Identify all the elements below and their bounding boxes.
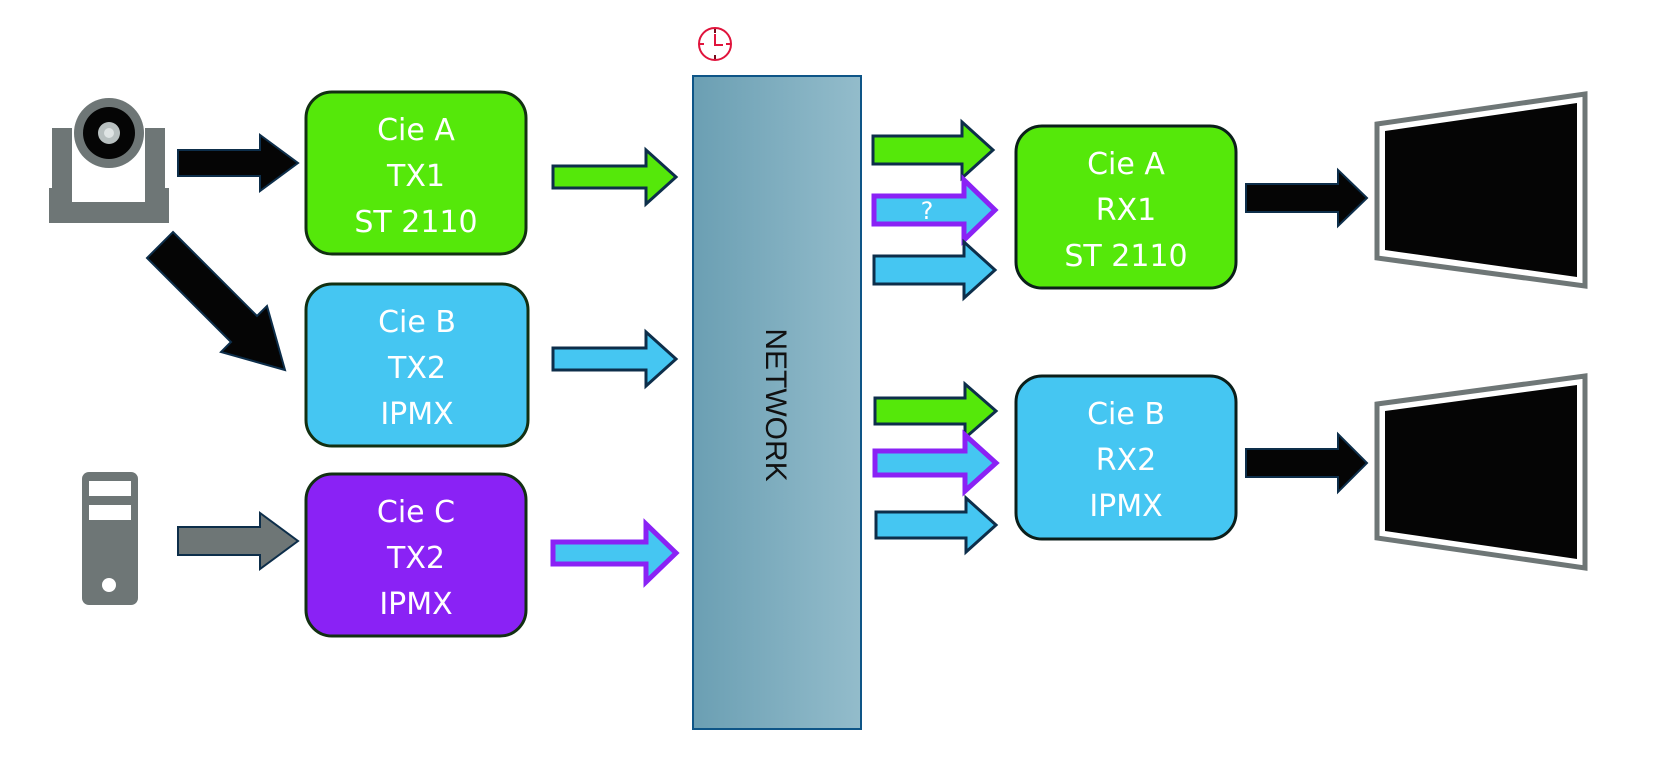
unknown-compat-mark: ? bbox=[921, 197, 934, 225]
tx2c-line-3: IPMX bbox=[379, 587, 452, 622]
computer-tower-icon bbox=[82, 472, 138, 605]
tx1-line-3: ST 2110 bbox=[354, 205, 477, 240]
ptz-camera-icon bbox=[49, 98, 169, 223]
arrow-rx2-to-display bbox=[1245, 431, 1369, 495]
arrow-rx1-to-display bbox=[1245, 167, 1369, 229]
arrow-tx2c-to-network bbox=[550, 518, 680, 588]
tx2c-line-1: Cie C bbox=[377, 495, 455, 530]
rx1-line-3: ST 2110 bbox=[1064, 239, 1187, 274]
network-label: NETWORK bbox=[759, 328, 792, 481]
rx1-line-1: Cie A bbox=[1087, 147, 1165, 182]
arrow-network-to-rx2-green bbox=[873, 380, 999, 442]
tx2c-line-2: TX2 bbox=[386, 541, 445, 576]
clock-icon bbox=[698, 27, 732, 61]
rx2-box: Cie B RX2 IPMX bbox=[1014, 374, 1238, 541]
tx2b-box: Cie B TX2 IPMX bbox=[304, 282, 530, 448]
tx1-box: Cie A TX1 ST 2110 bbox=[304, 90, 528, 256]
arrow-network-to-rx1-purple-blue: ? bbox=[871, 174, 999, 246]
tx1-line-2: TX1 bbox=[386, 159, 445, 194]
rx1-line-2: RX1 bbox=[1096, 193, 1156, 228]
network-block: NETWORK bbox=[692, 75, 862, 730]
arrow-network-to-rx1-blue bbox=[872, 238, 998, 302]
rx2-line-3: IPMX bbox=[1089, 489, 1162, 524]
arrow-network-to-rx2-purple-blue bbox=[872, 429, 1000, 497]
arrow-tx2b-to-network bbox=[551, 328, 679, 390]
display-1-monitor-icon bbox=[1374, 91, 1588, 289]
tx2b-line-3: IPMX bbox=[380, 397, 453, 432]
tx2c-box: Cie C TX2 IPMX bbox=[304, 472, 528, 638]
display-2-monitor-icon bbox=[1374, 373, 1588, 571]
tx2b-line-2: TX2 bbox=[387, 351, 446, 386]
arrow-computer-to-tx2c bbox=[177, 511, 300, 571]
arrow-network-to-rx2-blue bbox=[874, 494, 999, 556]
rx2-line-1: Cie B bbox=[1087, 397, 1165, 432]
tx1-line-1: Cie A bbox=[377, 113, 455, 148]
arrow-tx1-to-network bbox=[551, 146, 679, 208]
rx2-line-2: RX2 bbox=[1096, 443, 1156, 478]
tx2b-line-1: Cie B bbox=[378, 305, 456, 340]
arrow-camera-to-tx2b bbox=[145, 230, 287, 372]
arrow-camera-to-tx1 bbox=[177, 133, 300, 193]
rx1-box: Cie A RX1 ST 2110 bbox=[1014, 124, 1238, 290]
arrow-network-to-rx1-green bbox=[871, 118, 996, 182]
